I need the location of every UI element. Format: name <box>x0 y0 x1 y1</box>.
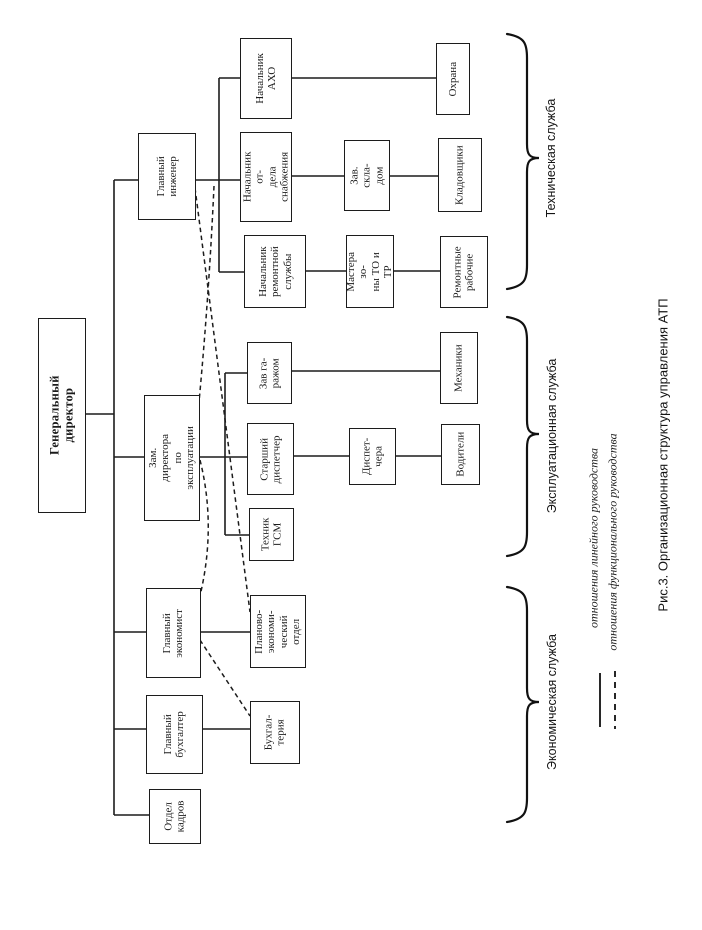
org-box-label: Зав. скла- дом <box>348 163 386 188</box>
org-box-head-aho: Начальник АХО <box>240 38 292 119</box>
org-box-label: Ремонтные рабочие <box>451 245 477 299</box>
org-box-security: Охрана <box>436 43 470 115</box>
figure-caption: Рис.3. Организационная структура управле… <box>655 298 671 612</box>
org-box-label: Техник ГСМ <box>259 517 284 552</box>
org-box-accounting: Бухгал- терия <box>250 701 300 764</box>
org-box-label: Зав га- ражом <box>257 357 282 389</box>
brace-economic-service <box>505 585 540 824</box>
org-box-label: Водители <box>454 431 467 478</box>
brace-technical-service <box>505 32 540 291</box>
org-box-label: Мастера зо- ны ТО и ТР <box>345 251 395 292</box>
org-box-label: Отдел кадров <box>162 800 187 833</box>
group-label-economic-service: Экономическая служба <box>545 634 559 770</box>
legend-samples <box>599 671 616 729</box>
service-braces <box>505 32 540 824</box>
org-box-label: Начальник АХО <box>253 53 278 104</box>
org-box-label: Зам. директора по эксплуатации <box>147 426 197 490</box>
org-box-fuel-technician: Техник ГСМ <box>249 508 294 561</box>
org-box-deputy-director-operations: Зам. директора по эксплуатации <box>144 395 200 521</box>
functional-engineer-to-planotdel <box>194 187 251 613</box>
org-box-head-supply: Начальник от- дела снабжения <box>240 132 292 222</box>
org-box-label: Охрана <box>446 61 459 97</box>
org-box-label: Старший диспетчер <box>258 435 283 483</box>
org-box-chief-accountant: Главный бухгалтер <box>146 695 203 774</box>
org-box-dispatchers: Диспет- чера <box>349 428 396 485</box>
org-box-storekeepers: Кладовщики <box>438 138 482 212</box>
group-label-operations-service: Эксплуатационная служба <box>545 358 559 514</box>
org-box-label: Начальник от- дела снабжения <box>241 151 291 203</box>
org-box-chief-economist: Главный экономист <box>146 588 201 678</box>
org-box-hr-department: Отдел кадров <box>149 789 201 844</box>
org-box-label: Главный экономист <box>161 608 186 658</box>
org-box-senior-dispatcher: Старший диспетчер <box>247 423 294 495</box>
org-box-head-repair: Начальник ремонтной службы <box>244 235 306 308</box>
org-box-label: Генеральный директор <box>47 375 77 456</box>
org-box-label: Главный бухгалтер <box>162 711 187 758</box>
org-box-warehouse-manager: Зав. скла- дом <box>344 140 390 211</box>
org-box-chief-engineer: Главный инженер <box>138 133 196 220</box>
functional-zamdir-to-ekonomist <box>198 459 209 601</box>
org-box-mechanics: Механики <box>440 332 478 404</box>
org-box-repair-workers: Ремонтные рабочие <box>440 236 488 308</box>
functional-management-connectors <box>194 185 251 717</box>
group-label-technical-service: Техническая служба <box>544 98 558 218</box>
org-box-general-director: Генеральный директор <box>38 318 86 513</box>
legend-solid-label: отношения линейного руководства <box>586 447 601 629</box>
line-management-connectors <box>84 77 441 816</box>
brace-operations-service <box>505 315 540 558</box>
org-box-planning-economic-dept: Планово- экономи- ческий отдел <box>250 595 306 668</box>
functional-engineer-to-zamdir <box>198 185 215 403</box>
org-box-label: Диспет- чера <box>360 437 385 476</box>
org-box-zone-masters: Мастера зо- ны ТО и ТР <box>345 235 395 308</box>
org-box-drivers: Водители <box>441 424 480 485</box>
org-box-label: Кладовщики <box>453 145 466 205</box>
org-box-label: Начальник ремонтной службы <box>256 246 294 297</box>
org-box-label: Бухгал- терия <box>262 714 287 751</box>
functional-ekonomist-to-buhgalteria <box>199 639 251 717</box>
org-box-label: Планово- экономи- ческий отдел <box>253 609 303 654</box>
org-box-label: Главный инженер <box>154 156 179 197</box>
org-box-garage-manager: Зав га- ражом <box>247 342 292 404</box>
org-box-label: Механики <box>452 344 465 392</box>
legend-dashed-label: отношения функционального руководства <box>605 433 620 651</box>
